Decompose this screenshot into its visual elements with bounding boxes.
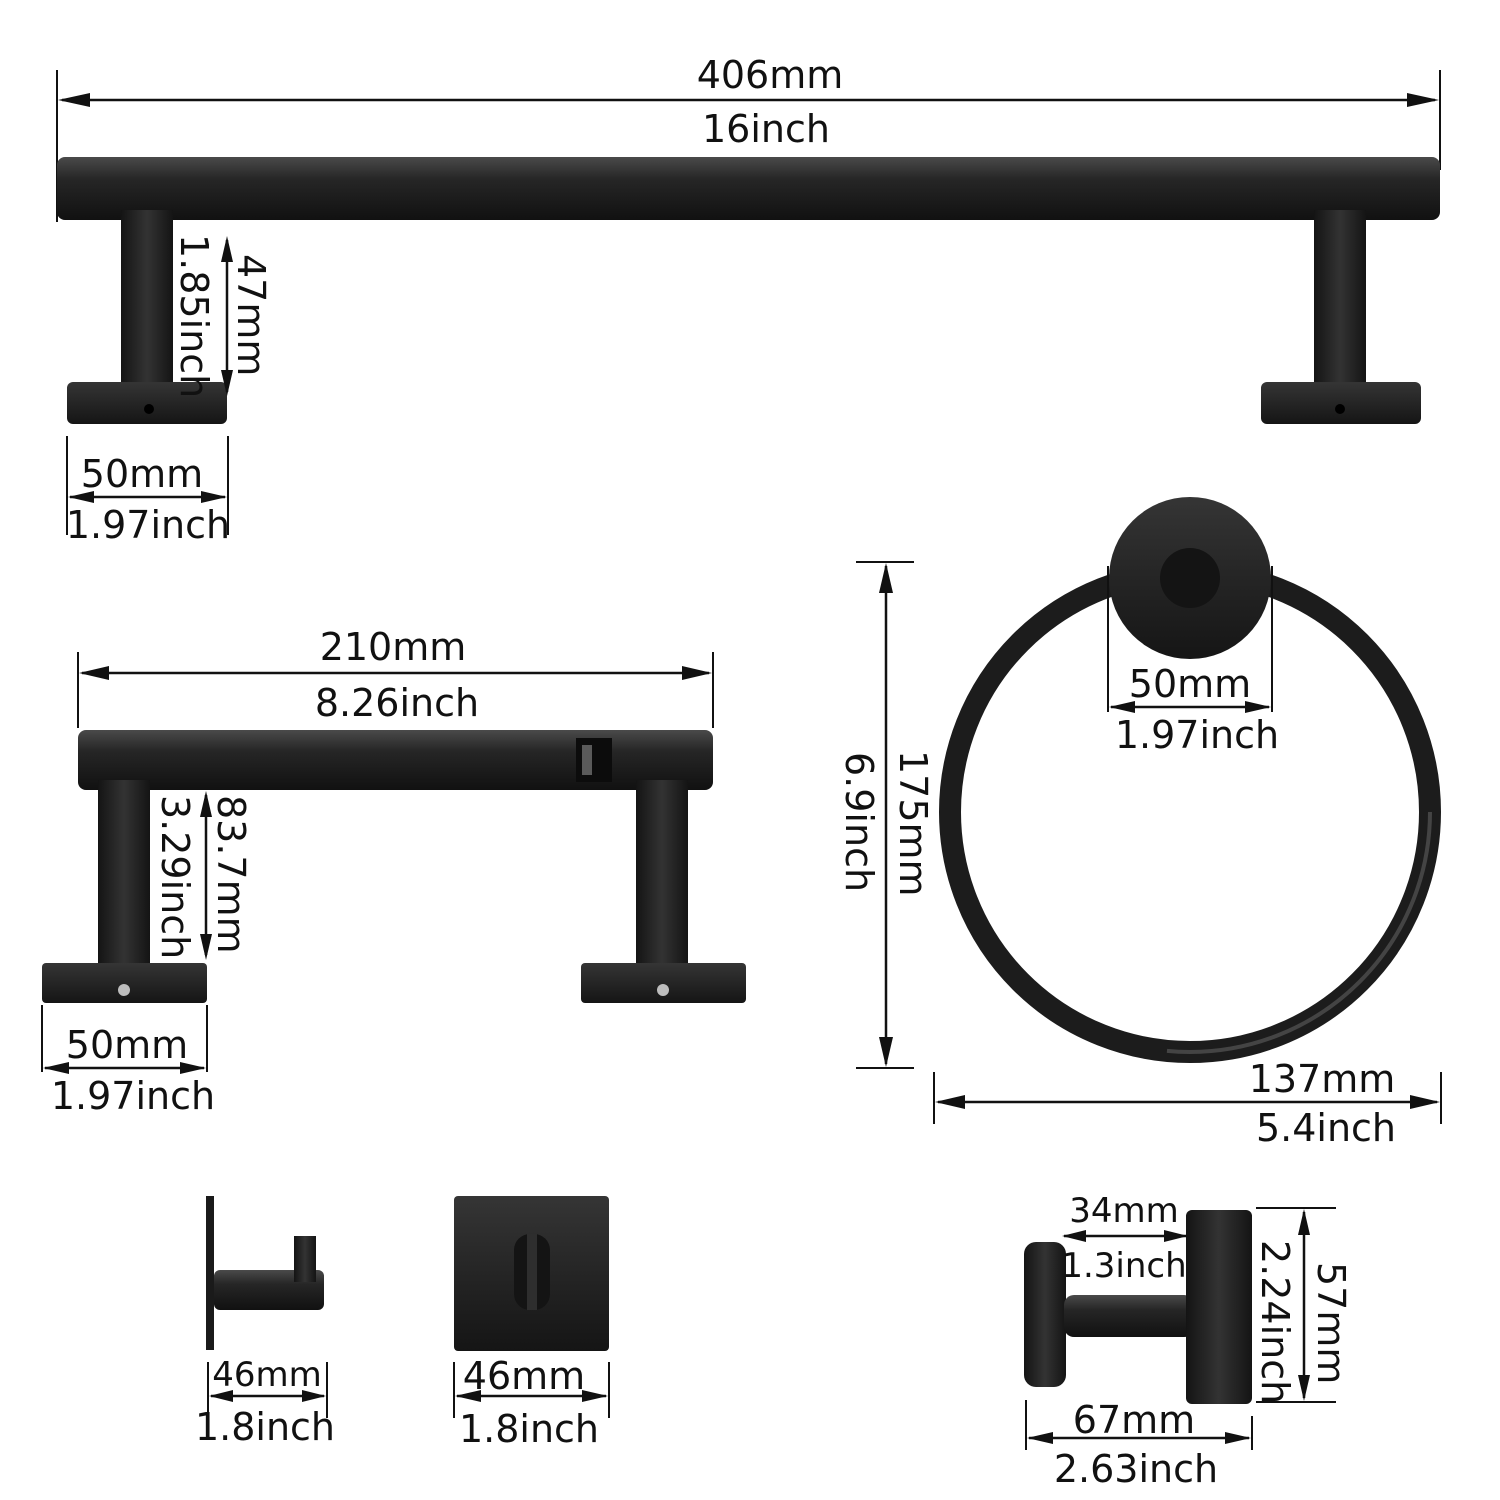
paper-holder-base-width-mm: 50mm xyxy=(66,1023,188,1067)
arrow-right-icon xyxy=(1164,1230,1188,1242)
screw-icon xyxy=(1335,404,1345,414)
arrow-left-icon xyxy=(1027,1432,1053,1444)
arrow-left-icon xyxy=(68,491,94,503)
paper-holder-length-inch: 8.26inch xyxy=(315,681,479,725)
arrow-left-icon xyxy=(209,1390,233,1402)
towel-ring: 175mm 6.9inch 50mm 1.97inch 137mm 5.4inc… xyxy=(837,497,1442,1150)
arrow-right-icon xyxy=(1225,1432,1251,1444)
square-hook-side-width-mm: 46mm xyxy=(212,1355,322,1395)
round-hook-arm xyxy=(1064,1295,1194,1337)
round-hook-height-mm: 57mm xyxy=(1309,1262,1353,1384)
arrow-down-icon xyxy=(1298,1375,1310,1401)
towel-ring-width-mm: 137mm xyxy=(1249,1057,1396,1101)
towel-ring-base-width-mm: 50mm xyxy=(1129,662,1251,706)
round-hook-depth-inch: 1.3inch xyxy=(1061,1246,1186,1286)
paper-holder-post-right xyxy=(636,780,688,970)
screw-icon xyxy=(657,984,669,996)
towel-ring-height-mm: 175mm xyxy=(891,750,935,897)
paper-holder-post-height-mm: 83.7mm xyxy=(209,795,253,954)
square-hook-front-hook-shade xyxy=(527,1234,537,1310)
arrow-right-icon xyxy=(1245,701,1271,713)
towel-bar-post-height-mm: 47mm xyxy=(229,254,273,376)
towel-bar-length-mm: 406mm xyxy=(697,53,844,97)
paper-holder-post-left xyxy=(98,780,150,970)
towel-ring-base-width-inch: 1.97inch xyxy=(1115,713,1279,757)
towel-bar-base-width-inch: 1.97inch xyxy=(66,503,230,547)
round-hook-height-inch: 2.24inch xyxy=(1253,1240,1297,1404)
square-hook-front-width-mm: 46mm xyxy=(463,1354,585,1398)
towel-bar-rod xyxy=(57,157,1440,220)
arrow-right-icon xyxy=(582,1390,608,1402)
arrow-up-icon xyxy=(1298,1209,1310,1235)
arrow-left-icon xyxy=(935,1095,965,1109)
arrow-left-icon xyxy=(43,1062,69,1074)
arrow-left-icon xyxy=(455,1390,481,1402)
towel-ring-height-inch: 6.9inch xyxy=(837,752,881,892)
towel-bar-post-height-inch: 1.85inch xyxy=(172,234,216,398)
arrow-right-icon xyxy=(1407,93,1439,107)
arrow-down-icon xyxy=(200,934,212,960)
paper-holder-clip xyxy=(576,738,612,782)
round-hook-depth-mm: 34mm xyxy=(1069,1191,1179,1231)
towel-bar: 406mm 16inch 47mm 1.85inch 50mm 1.97inch xyxy=(56,53,1441,547)
round-hook-head xyxy=(1186,1210,1252,1404)
round-hook-base xyxy=(1024,1242,1066,1387)
square-hook-side-plate xyxy=(206,1196,214,1350)
paper-holder-base-right xyxy=(581,963,746,1003)
towel-bar-base-left xyxy=(67,382,227,424)
screw-icon xyxy=(144,404,154,414)
round-hook-total-mm: 67mm xyxy=(1073,1398,1195,1442)
towel-bar-post-right xyxy=(1314,210,1366,388)
paper-holder-length-mm: 210mm xyxy=(320,625,467,669)
towel-bar-base-right xyxy=(1261,382,1421,424)
arrow-down-icon xyxy=(221,370,233,396)
arrow-right-icon xyxy=(682,666,712,680)
paper-holder-base-left xyxy=(42,963,207,1003)
towel-bar-post-left xyxy=(121,210,173,388)
arrow-left-icon xyxy=(79,666,109,680)
paper-holder-rod xyxy=(78,730,713,790)
paper-holder-base-width-inch: 1.97inch xyxy=(51,1074,215,1118)
towel-ring-width-inch: 5.4inch xyxy=(1256,1106,1396,1150)
round-hook-total-inch: 2.63inch xyxy=(1054,1447,1218,1491)
arrow-left-icon xyxy=(58,93,90,107)
arrow-right-icon xyxy=(302,1390,326,1402)
paper-holder: 210mm 8.26inch 83.7mm 3.29inch 50mm 1.97… xyxy=(41,625,746,1118)
square-hook-side-width-inch: 1.8inch xyxy=(195,1405,335,1449)
paper-holder-clip-slot xyxy=(582,745,592,775)
arrow-up-icon xyxy=(879,563,893,593)
square-hook-side-tip xyxy=(294,1236,316,1282)
round-hook: 34mm 1.3inch 57mm 2.24inch 67mm 2.63inch xyxy=(1024,1191,1353,1491)
towel-ring-highlight xyxy=(948,570,1432,1054)
towel-ring-post xyxy=(1160,548,1220,608)
square-hook-front-width-inch: 1.8inch xyxy=(459,1407,599,1451)
screw-icon xyxy=(118,984,130,996)
square-hook-side: 46mm 1.8inch xyxy=(195,1196,335,1449)
arrow-up-icon xyxy=(200,791,212,817)
arrow-left-icon xyxy=(1109,701,1135,713)
square-hook-front: 46mm 1.8inch xyxy=(453,1196,610,1451)
arrow-up-icon xyxy=(221,236,233,262)
arrow-right-icon xyxy=(180,1062,206,1074)
arrow-left-icon xyxy=(1062,1230,1086,1242)
towel-bar-base-width-mm: 50mm xyxy=(81,452,203,496)
arrow-right-icon xyxy=(1410,1095,1440,1109)
towel-bar-length-inch: 16inch xyxy=(702,107,830,151)
arrow-right-icon xyxy=(201,491,227,503)
paper-holder-post-height-inch: 3.29inch xyxy=(153,795,197,959)
arrow-down-icon xyxy=(879,1037,893,1067)
